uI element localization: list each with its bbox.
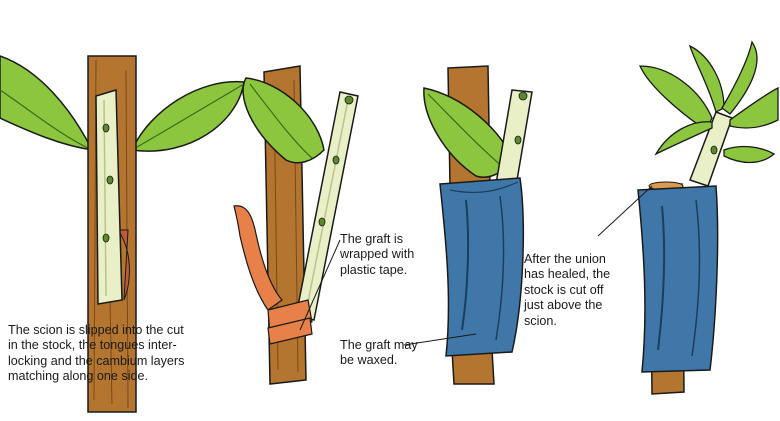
step1-illustration <box>0 55 245 413</box>
caption-step1: The scion is slipped into the cut in the… <box>8 323 185 384</box>
leaf-icon <box>242 77 325 164</box>
leaf-icon <box>130 80 245 152</box>
leaf-icon <box>638 40 779 164</box>
wax-wrap <box>637 185 719 373</box>
wax-wrap <box>439 177 525 357</box>
leaf-icon <box>0 55 94 151</box>
caption-step3: The graft may be waxed. <box>340 338 418 368</box>
plastic-tape <box>233 205 313 345</box>
step2-illustration <box>233 65 359 385</box>
scion <box>95 89 123 305</box>
caption-step4: After the union has healed, the stock is… <box>524 252 611 328</box>
step4-illustration <box>597 40 779 395</box>
scion <box>495 89 533 187</box>
caption-step2: The graft is wrapped with plastic tape. <box>340 232 415 277</box>
scion <box>295 91 359 321</box>
step3-illustration <box>403 65 533 385</box>
